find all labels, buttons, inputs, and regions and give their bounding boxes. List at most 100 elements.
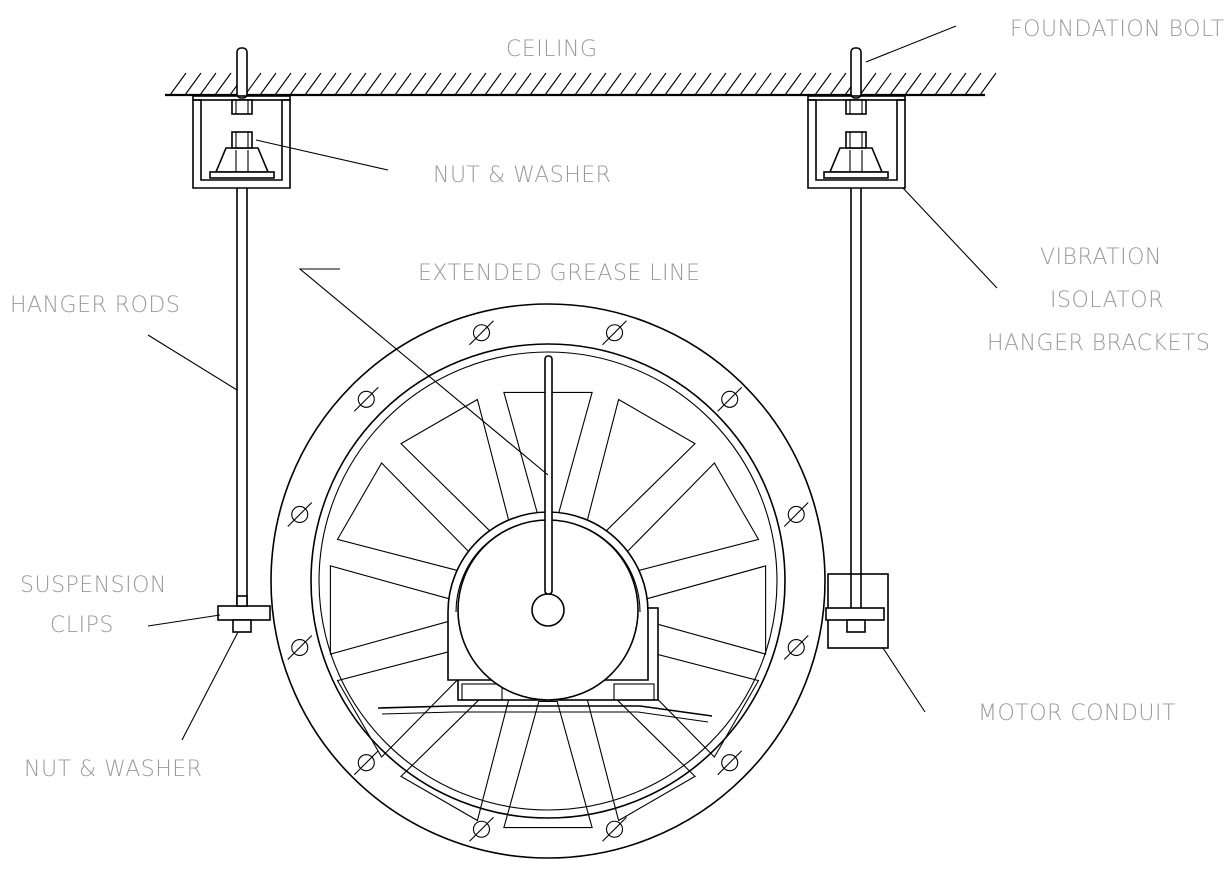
bolt-hole xyxy=(357,390,375,408)
hatch-line xyxy=(949,72,967,96)
hatch-line xyxy=(874,72,892,96)
motor-foot-right xyxy=(613,683,655,701)
label-suspension: SUSPENSION xyxy=(20,573,167,598)
right-isolator-nut xyxy=(845,131,867,149)
bolt-hole-mark xyxy=(717,386,743,412)
hatch-line xyxy=(184,72,202,96)
left-isolator-base xyxy=(209,171,275,179)
motor-mount-plate xyxy=(377,705,713,717)
hatch-line xyxy=(544,72,562,96)
hatch-line xyxy=(364,72,382,96)
left-clip-plate xyxy=(217,605,271,621)
bolt-hole-mark xyxy=(287,502,313,527)
leader-lines xyxy=(147,25,998,741)
hatch-line xyxy=(904,72,922,96)
right-suspension-clip xyxy=(825,573,889,649)
motor-mount-plate-edge xyxy=(381,711,709,723)
leader-grease-line xyxy=(298,268,549,476)
fan-blade xyxy=(336,462,474,573)
label-isolator: ISOLATOR xyxy=(1050,288,1164,313)
label-clips: CLIPS xyxy=(50,613,114,638)
bolt-hole-mark xyxy=(353,386,379,412)
bolt-hole xyxy=(291,638,309,657)
left-rod-stub xyxy=(236,595,248,607)
hatch-line xyxy=(829,72,847,96)
hatch-line xyxy=(589,72,607,96)
hatch-line xyxy=(439,72,457,96)
label-nut-washer-bottom: NUT & WASHER xyxy=(24,757,202,782)
hatch-line xyxy=(394,72,412,96)
fan-blade xyxy=(585,684,696,822)
hatch-line xyxy=(499,72,517,96)
left-top-nut xyxy=(231,99,253,115)
motor-shaft-hub xyxy=(531,593,565,627)
extended-grease-line-tube xyxy=(544,355,553,595)
hatch-line xyxy=(289,72,307,96)
motor-foot-left xyxy=(461,683,503,701)
hatch-line xyxy=(319,72,337,96)
label-vibration: VIBRATION xyxy=(1040,245,1162,270)
hatch-line xyxy=(619,72,637,96)
hatch-line xyxy=(769,72,787,96)
hatch-line xyxy=(454,72,472,96)
hatch-line xyxy=(169,72,187,96)
leader-vibration-isolator xyxy=(902,187,998,289)
label-nut-washer-top: NUT & WASHER xyxy=(433,163,611,188)
hatch-line xyxy=(964,72,982,96)
bolt-hole-mark xyxy=(469,320,494,346)
bolt-hole-mark xyxy=(717,750,743,776)
hatch-line xyxy=(349,72,367,96)
bolt-hole xyxy=(472,324,491,342)
hatch-line xyxy=(889,72,907,96)
bolt-hole xyxy=(721,754,739,772)
hatch-line xyxy=(664,72,682,96)
bolt-hole xyxy=(291,505,309,524)
left-suspension-clip xyxy=(217,595,271,633)
housing-outer-ring xyxy=(270,303,826,859)
hatch-line xyxy=(634,72,652,96)
bolt-hole xyxy=(472,820,491,838)
fan-blade xyxy=(400,684,511,822)
hatch-line xyxy=(514,72,532,96)
fan-blade xyxy=(503,700,593,829)
hatch-line xyxy=(724,72,742,96)
hatch-line xyxy=(814,72,832,96)
label-extended-grease-line: EXTENDED GREASE LINE xyxy=(418,261,700,286)
leader-hanger-rods xyxy=(147,334,238,391)
housing-inner-ring xyxy=(310,343,786,819)
right-foundation-bolt xyxy=(850,47,862,99)
hatch-line xyxy=(679,72,697,96)
right-clip-nut xyxy=(846,619,866,633)
bolt-hole-mark xyxy=(602,320,627,346)
hatch-line xyxy=(379,72,397,96)
bolt-hole-mark xyxy=(602,816,627,842)
bolt-hole-mark xyxy=(353,750,379,776)
bolt-hole xyxy=(721,390,739,408)
fan-housing xyxy=(270,303,826,859)
bolt-hole-mark xyxy=(287,635,313,660)
hatch-line xyxy=(784,72,802,96)
hatch-line xyxy=(604,72,622,96)
hatch-line xyxy=(694,72,712,96)
hatch-line xyxy=(574,72,592,96)
right-isolator-cone xyxy=(828,147,884,173)
left-bolt-shaft xyxy=(236,47,248,99)
bolt-hole-mark xyxy=(783,635,809,660)
left-isolator-cone xyxy=(214,147,270,173)
right-clip-plate xyxy=(825,607,885,621)
left-clip-nut xyxy=(232,619,252,633)
left-hanger-rod xyxy=(236,188,248,630)
ceiling-hatch xyxy=(169,72,997,96)
hatch-line xyxy=(709,72,727,96)
left-foundation-bolt xyxy=(236,47,248,99)
hatch-line xyxy=(214,72,232,96)
hatch-line xyxy=(799,72,817,96)
hatch-line xyxy=(754,72,772,96)
hatch-line xyxy=(469,72,487,96)
hatch-line xyxy=(409,72,427,96)
leader-nut-washer-top xyxy=(255,139,389,171)
hatch-line xyxy=(274,72,292,96)
right-isolator-bracket xyxy=(807,95,906,189)
